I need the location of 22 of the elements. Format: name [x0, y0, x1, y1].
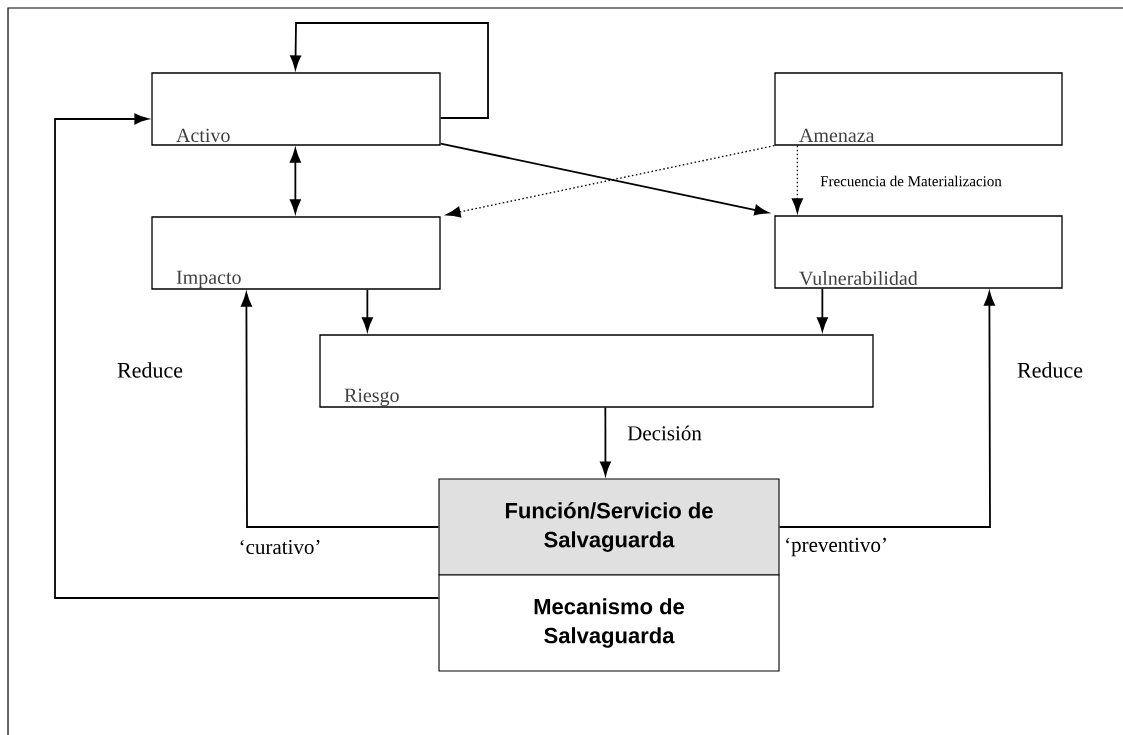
process-box: Función/Servicio de Salvaguarda — [438, 478, 780, 576]
arrow — [54, 113, 440, 599]
side-label: ‘preventivo’ — [786, 537, 886, 557]
edge-label: Reduce — [1016, 361, 1084, 379]
edge-label: Frecuencia de Materializacion — [819, 174, 1003, 188]
arrow — [241, 292, 440, 528]
side-label: ‘curativo’ — [240, 539, 320, 555]
box: Vulnerabilidad — [774, 215, 1063, 289]
box: Amenaza — [774, 72, 1063, 146]
arrow — [290, 22, 489, 119]
process-box: Mecanismo de Salvaguarda — [438, 574, 780, 672]
box: Riesgo — [319, 334, 874, 408]
arrow — [290, 148, 301, 214]
edge-label: Decisión — [626, 424, 703, 442]
arrow — [600, 406, 611, 476]
arrow — [362, 288, 373, 332]
box: Activo — [151, 72, 441, 146]
edge-label: Reduce — [116, 361, 184, 379]
arrow — [817, 287, 828, 332]
arrow — [778, 291, 995, 528]
arrow — [791, 145, 803, 214]
box: Impacto — [151, 216, 441, 290]
